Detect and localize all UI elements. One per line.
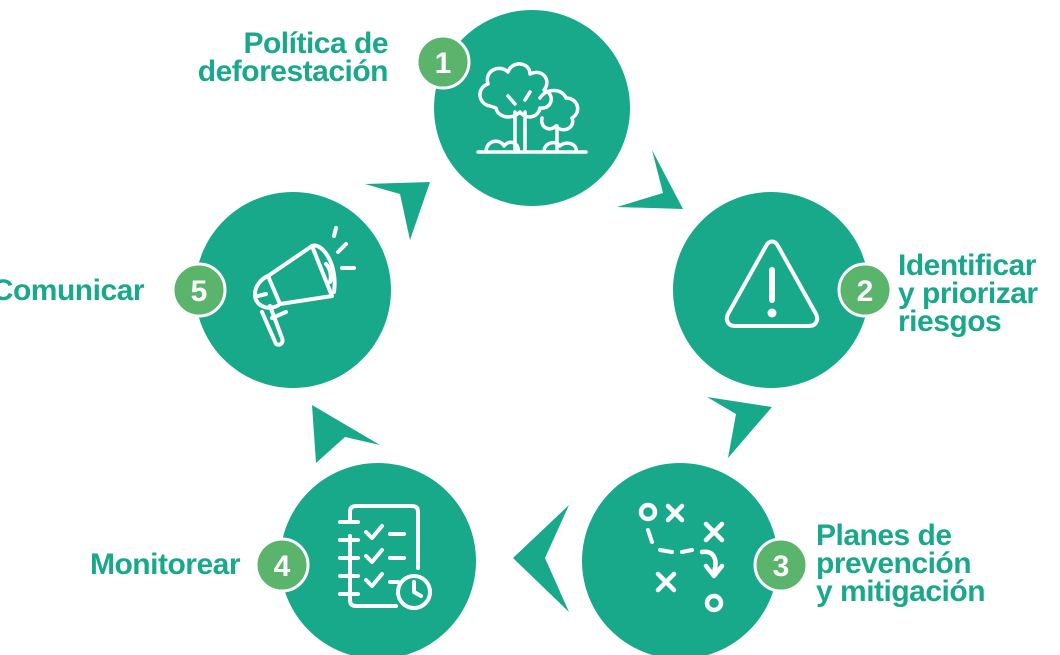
step-2-label: Identificar y priorizar riesgos — [898, 249, 1038, 338]
step-5-label-line-1: Comunicar — [0, 274, 145, 307]
step-5-circle — [195, 192, 391, 388]
step-1-badge: 1 — [415, 34, 471, 90]
arrow-3-to-4 — [513, 505, 569, 612]
arrow-2-to-3 — [707, 397, 772, 458]
arrow-4-to-5 — [312, 405, 380, 463]
step-1-label: Política de deforestación — [197, 27, 389, 88]
step-3-label-line-1: Planes de — [816, 519, 952, 552]
step-3-label-line-3: y mitigación — [816, 575, 986, 608]
step-1-circle — [434, 10, 630, 206]
step-4-label: Monitorear — [89, 548, 241, 581]
step-1-number: 1 — [435, 47, 452, 80]
strategy-icon — [638, 502, 725, 613]
step-1-label-line-1: Política de — [243, 27, 388, 60]
step-3-label: Planes de prevención y mitigación — [816, 519, 986, 608]
step-4-label-line-1: Monitorear — [89, 548, 241, 581]
warning-icon — [724, 239, 820, 328]
arrow-1-to-2 — [617, 150, 683, 209]
step-5-badge: 5 — [171, 262, 227, 318]
trees-icon — [476, 62, 588, 154]
step-4-circle — [280, 463, 476, 655]
step-5-label: Comunicar — [0, 274, 145, 307]
step-2-label-line-3: riesgos — [898, 305, 1002, 338]
step-1-label-line-2: deforestación — [197, 55, 389, 88]
step-5-number: 5 — [191, 275, 208, 308]
megaphone-icon — [252, 226, 356, 347]
cycle-arrows — [312, 150, 772, 612]
step-3-circle — [582, 463, 778, 655]
checklist-clock-icon — [338, 504, 432, 610]
arrow-5-to-1 — [365, 182, 430, 240]
step-2-badge: 2 — [837, 262, 893, 318]
step-2-label-line-1: Identificar — [898, 249, 1036, 282]
step-3-label-line-2: prevención — [816, 547, 972, 580]
step-4-badge: 4 — [254, 537, 310, 593]
step-4-number: 4 — [274, 550, 291, 583]
step-2-number: 2 — [857, 275, 874, 308]
step-3-badge: 3 — [753, 537, 809, 593]
step-3-number: 3 — [773, 550, 790, 583]
step-2-label-line-2: y priorizar — [898, 277, 1038, 310]
